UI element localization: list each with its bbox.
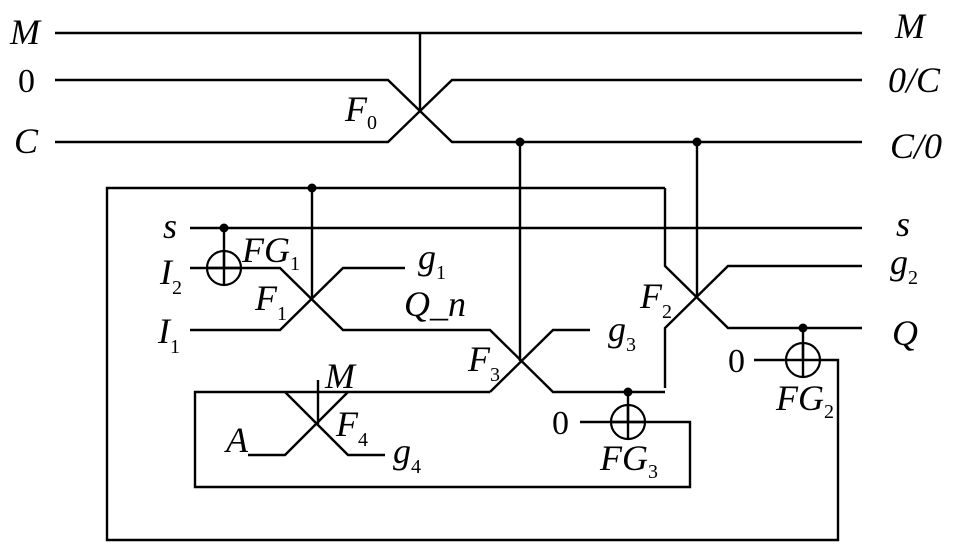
junction-dot <box>692 137 702 147</box>
input-label-A: A <box>224 420 249 460</box>
fg2-xor-icon <box>784 341 822 379</box>
gate-label-F0-base: F <box>344 89 368 129</box>
label-g3-base: g <box>608 309 626 349</box>
output-label-g2-base: g <box>890 242 908 282</box>
junction-dot <box>307 183 317 193</box>
wire-C-in <box>55 78 862 144</box>
label-g4-base: g <box>393 431 411 471</box>
output-label-zero-or-C: 0/C <box>888 60 941 100</box>
wire-zero-in <box>55 78 862 144</box>
gate-label-F1-sub: 1 <box>277 303 287 325</box>
label-g1: g1 <box>418 237 446 284</box>
output-label-M: M <box>894 6 927 46</box>
fg3-xor-icon <box>609 403 647 441</box>
wire-I1 <box>190 266 405 332</box>
wire-F2-in-a <box>663 188 862 330</box>
input-label-C: C <box>14 121 39 161</box>
gate-label-FG1-base: FG <box>241 230 290 270</box>
gate-label-F4-sub: 4 <box>358 429 368 451</box>
gate-label-FG2-base: FG <box>775 378 824 418</box>
gate-label-F3-sub: 3 <box>490 364 500 386</box>
gate-label-F2-sub: 2 <box>662 301 672 323</box>
input-label-I1-base: I <box>157 311 172 351</box>
output-label-s: s <box>896 204 910 244</box>
wire-inner-loop <box>193 390 692 489</box>
input-label-I1: I1 <box>157 311 180 358</box>
gate-label-F0: F0 <box>344 89 377 134</box>
input-label-s: s <box>163 206 177 246</box>
fg3-constant-zero: 0 <box>552 405 569 442</box>
gate-label-FG3-sub: 3 <box>648 461 658 483</box>
gate-label-F2-base: F <box>639 276 663 316</box>
output-label-g2-sub: 2 <box>908 267 918 289</box>
fg1-xor-icon <box>205 249 243 287</box>
input-label-I1-sub: 1 <box>170 336 180 358</box>
gate-label-FG3: FG3 <box>599 438 658 483</box>
output-label-g2: g2 <box>890 242 918 289</box>
label-g4-sub: 4 <box>411 456 421 478</box>
gate-label-F0-sub: 0 <box>367 112 377 134</box>
input-label-zero: 0 <box>18 63 35 100</box>
junction-dot <box>623 387 633 397</box>
gate-label-F1-base: F <box>254 278 278 318</box>
label-g3-sub: 3 <box>626 334 636 356</box>
input-label-I2-sub: 2 <box>172 277 182 299</box>
fg2-constant-zero: 0 <box>728 343 745 380</box>
gate-label-FG1: FG1 <box>241 230 300 275</box>
output-label-Q: Q <box>892 313 918 353</box>
wire-I2 <box>190 266 665 394</box>
label-Q-n: Q_n <box>404 284 466 324</box>
input-label-M: M <box>9 12 42 52</box>
gate-label-F3-base: F <box>467 339 491 379</box>
junction-dot <box>515 137 525 147</box>
label-g1-base: g <box>418 237 436 277</box>
junction-dot <box>219 223 229 233</box>
label-g4: g4 <box>393 431 421 478</box>
gate-label-F2: F2 <box>639 276 672 323</box>
label-g3: g3 <box>608 309 636 356</box>
wire-F3-out-g3 <box>489 328 590 393</box>
wire-outer-loop <box>105 186 840 542</box>
label-g1-sub: 1 <box>436 262 446 284</box>
gate-label-FG2: FG2 <box>775 378 834 423</box>
gate-label-FG3-base: FG <box>599 438 648 478</box>
junction-dot <box>798 323 808 333</box>
wire-F4-g4 <box>284 391 385 457</box>
gate-label-FG2-sub: 2 <box>824 401 834 423</box>
gate-label-F4-base: F <box>335 404 359 444</box>
output-label-C-or-zero: C/0 <box>890 126 942 166</box>
gate-label-F3: F3 <box>467 339 500 386</box>
input-label-I2: I2 <box>159 252 182 299</box>
label-F4-M: M <box>324 356 357 396</box>
gate-label-FG1-sub: 1 <box>290 253 300 275</box>
gate-label-F4: F4 <box>335 404 368 451</box>
input-label-I2-base: I <box>159 252 174 292</box>
gate-label-F1: F1 <box>254 278 287 325</box>
wire-F4-A <box>248 391 349 457</box>
